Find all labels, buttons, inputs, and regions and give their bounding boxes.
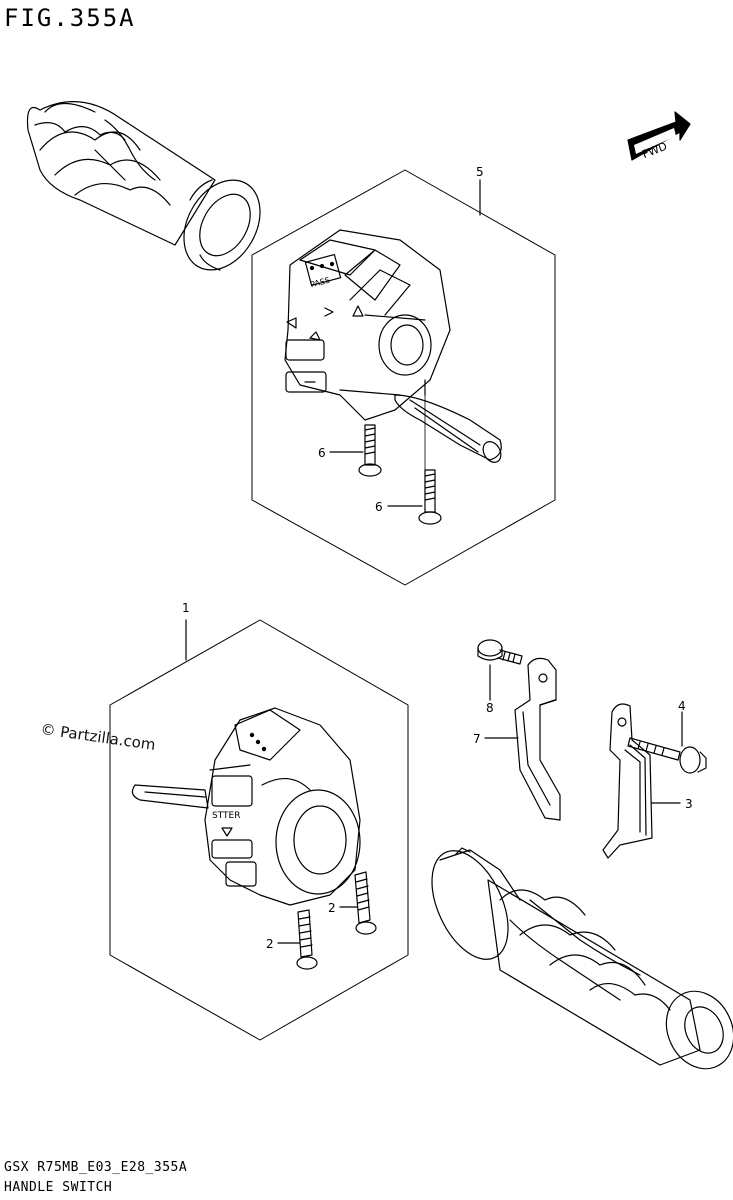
- callout-1: 1: [182, 601, 190, 615]
- starter-label: STTER: [212, 811, 241, 821]
- switch-screw-2a[interactable]: [354, 871, 377, 935]
- callout-6a: 6: [318, 446, 326, 460]
- callout-6b: 6: [375, 500, 383, 514]
- lower-switch-cable[interactable]: [131, 784, 209, 809]
- lower-switch-assembly-outline: [109, 619, 409, 1041]
- figure-title: FIG.355A: [4, 4, 136, 32]
- callout-2a: 2: [328, 901, 336, 915]
- callout-5: 5: [476, 165, 484, 179]
- bracket-3[interactable]: [602, 703, 653, 859]
- figure-name: HANDLE SWITCH: [4, 1180, 113, 1195]
- switch-screw-6a[interactable]: [358, 424, 382, 477]
- forward-direction-arrow: FWD: [627, 111, 691, 161]
- figure-code: GSX R75MB_E03_E28_355A: [4, 1160, 188, 1175]
- switch-screw-6b[interactable]: [418, 469, 442, 525]
- bolt-4[interactable]: [627, 737, 707, 774]
- callout-3: 3: [685, 797, 693, 811]
- switch-screw-2b[interactable]: [296, 909, 318, 970]
- callout-4: 4: [678, 699, 686, 713]
- bolt-8[interactable]: [477, 639, 523, 665]
- callout-7: 7: [473, 732, 481, 746]
- pass-label: PASS: [309, 276, 331, 290]
- callout-8: 8: [486, 701, 494, 715]
- upper-switch-assembly-outline: [251, 169, 556, 586]
- left-handlebar-grip[interactable]: [26, 101, 276, 284]
- left-handlebar-switch[interactable]: STTER: [204, 707, 361, 906]
- upper-switch-cable[interactable]: [394, 394, 504, 466]
- callout-2b: 2: [266, 937, 274, 951]
- bracket-7[interactable]: [514, 657, 561, 821]
- right-handlebar-grip[interactable]: [416, 839, 733, 1080]
